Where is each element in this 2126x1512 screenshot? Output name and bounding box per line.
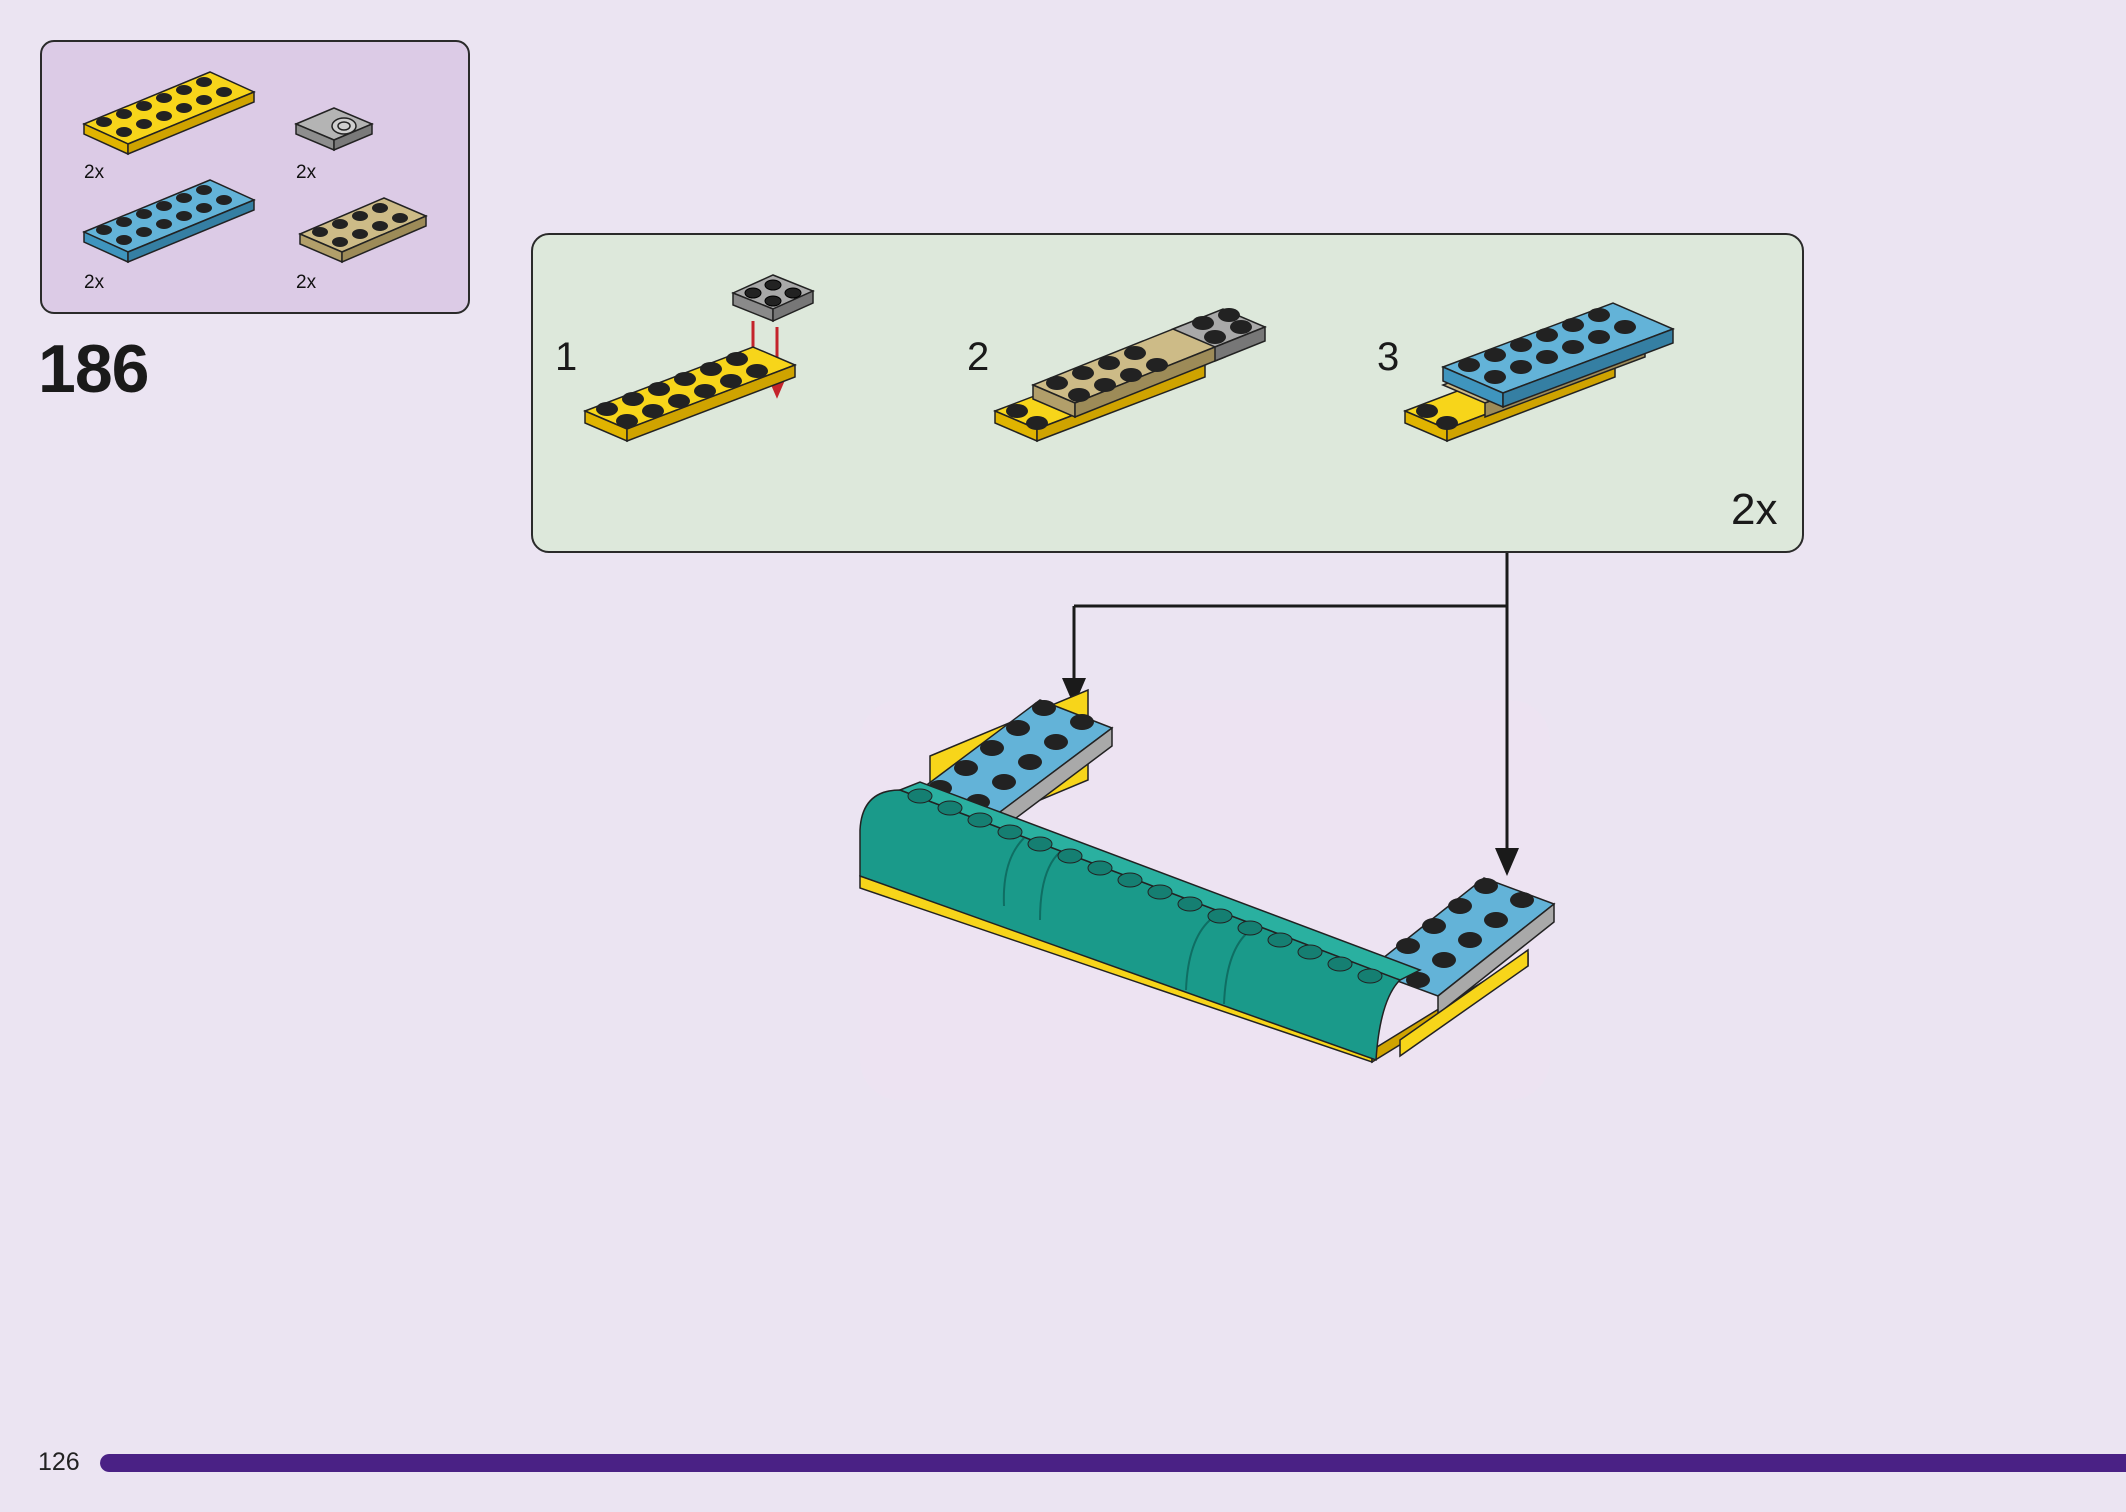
yellow-plate-icon <box>82 71 256 156</box>
tan-plate-icon <box>298 197 428 264</box>
substep-2-illustration <box>993 308 1267 443</box>
blue-plate-right <box>1366 877 1556 1058</box>
part-qty: 2x <box>84 162 105 183</box>
substep-label-3: 3 <box>1377 335 1400 379</box>
arrow-head-icon <box>1062 678 1519 876</box>
substep-label-1: 1 <box>555 335 578 379</box>
connector-arrows <box>1072 553 1509 860</box>
progress-bar <box>100 1454 2126 1472</box>
yellow-base-piece <box>859 688 1529 1064</box>
yellow-plate-piece <box>583 346 797 443</box>
blue-plate-icon <box>82 179 256 264</box>
parts-list-panel: 2x 2x 2x 2x <box>40 40 470 314</box>
part-qty: 2x <box>84 272 105 293</box>
page-number: 126 <box>38 1448 80 1476</box>
part-qty: 2x <box>296 272 317 293</box>
substep-multiplier: 2x <box>1731 485 1778 534</box>
step-number: 186 <box>38 331 149 407</box>
gray-plate-piece <box>731 274 815 323</box>
substep-panel: 1 2 3 2x <box>531 233 1804 553</box>
gray-jumper-plate-icon <box>294 107 374 152</box>
teal-curved-wall-piece <box>859 781 1422 1062</box>
blue-plate-left <box>918 699 1114 838</box>
progress-bar-fill <box>100 1454 2126 1472</box>
substep-1-illustration <box>583 274 815 443</box>
part-qty: 2x <box>296 162 317 183</box>
substep-3-illustration <box>1403 302 1675 443</box>
substep-label-2: 2 <box>967 335 990 379</box>
